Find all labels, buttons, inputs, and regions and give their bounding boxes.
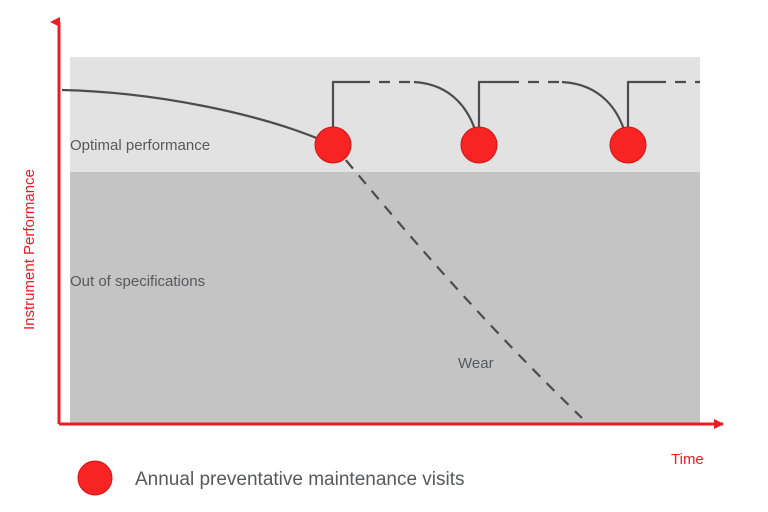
maintenance-visit-marker-1[interactable]	[314, 126, 352, 164]
band-optimal-performance	[70, 57, 700, 172]
legend-marker-icon	[77, 460, 113, 496]
wear-decay-curve	[332, 144, 583, 419]
initial-performance-curve	[61, 88, 334, 147]
maintenance-visit-marker-2[interactable]	[460, 126, 498, 164]
wear-annotation-label: Wear	[458, 355, 494, 372]
legend-label: Annual preventative maintenance visits	[135, 469, 465, 490]
maintenance-visit-marker-3[interactable]	[609, 126, 647, 164]
legend: Annual preventative maintenance visits	[77, 460, 465, 496]
band-label-optimal-performance: Optimal performance	[70, 137, 210, 154]
band-label-out-of-specifications: Out of specifications	[70, 273, 205, 290]
band-out-of-specifications	[70, 172, 700, 424]
y-axis-label: Instrument Performance	[21, 169, 38, 330]
x-axis-label: Time	[671, 451, 704, 468]
